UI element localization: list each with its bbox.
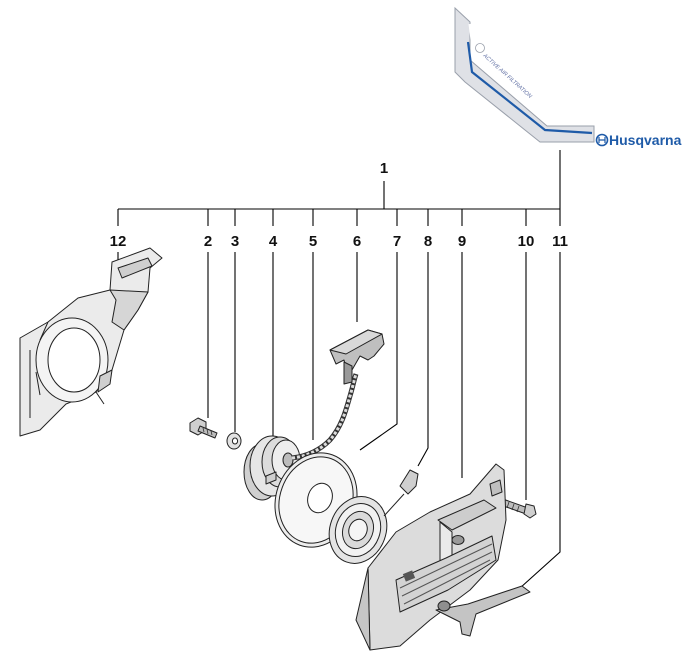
part-number-11: 11	[552, 233, 568, 250]
callout-lines	[117, 150, 561, 589]
assembly-number-1: 1	[380, 160, 388, 177]
part-number-12: 12	[110, 233, 127, 250]
decal-hole-icon	[475, 43, 485, 53]
return-spring-icon	[328, 469, 419, 564]
washer-icon	[226, 432, 242, 450]
part-number-3: 3	[231, 233, 239, 250]
starter-handle-icon	[329, 329, 385, 385]
housing-decal-icon	[435, 585, 531, 637]
part-number-7: 7	[393, 233, 401, 250]
starter-housing-icon	[355, 463, 507, 651]
decal-part: ACTIVE AIR FILTRATION Husqvarna	[454, 6, 682, 148]
part-number-labels: 12 2 3 4 5 6 7 8 9 10 11	[110, 233, 568, 250]
part-number-8: 8	[424, 233, 432, 250]
decal-brand-text: Husqvarna	[609, 132, 682, 148]
part-number-6: 6	[353, 233, 361, 250]
starter-rope-icon	[291, 373, 359, 461]
part-number-4: 4	[269, 233, 278, 250]
part-number-5: 5	[309, 233, 317, 250]
part-number-10: 10	[518, 233, 535, 250]
part-number-2: 2	[204, 233, 212, 250]
screw-icon	[189, 417, 218, 439]
fan-housing-cover-icon	[19, 247, 163, 437]
part-number-9: 9	[458, 233, 466, 250]
husqvarna-logo-icon	[595, 133, 609, 147]
